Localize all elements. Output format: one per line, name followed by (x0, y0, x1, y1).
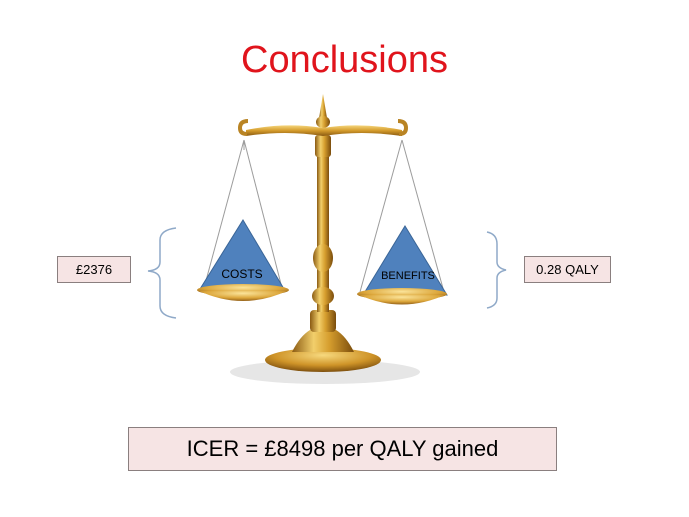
scale-column-ring (312, 287, 334, 305)
scale-beam-right-hook (398, 121, 406, 134)
scale-base-dome (292, 330, 354, 352)
scale-finial-base (316, 116, 330, 128)
scale-column-top (315, 135, 331, 157)
right-pan-bowl (357, 294, 447, 305)
left-pan-bowl (197, 290, 289, 301)
left-bracket (148, 228, 176, 318)
icer-box: ICER = £8498 per QALY gained (128, 427, 557, 471)
right-bracket (487, 232, 506, 308)
scale-beam-left-hook (240, 121, 248, 134)
scale-column (317, 140, 329, 312)
costs-value-box: £2376 (57, 256, 131, 283)
scale-column-knob (313, 244, 333, 272)
costs-label: COSTS (205, 267, 279, 281)
scale-finial (319, 94, 327, 118)
scale-base-collar (310, 310, 336, 332)
benefits-label: BENEFITS (372, 270, 444, 282)
benefits-value-box: 0.28 QALY (524, 256, 611, 283)
